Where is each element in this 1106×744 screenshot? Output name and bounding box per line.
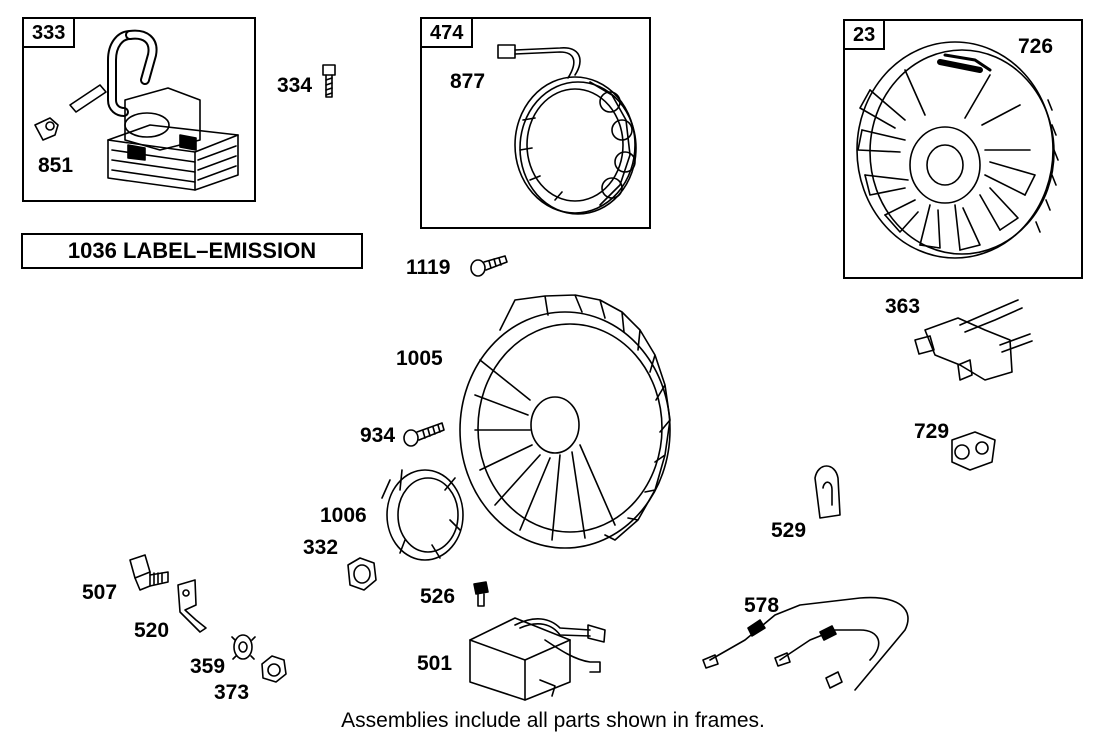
nut-332-drawing <box>347 557 377 591</box>
frame-alternator: 474 <box>420 17 651 229</box>
alternator-drawing <box>497 44 637 215</box>
screw-934-drawing <box>403 422 445 447</box>
part-number-520[interactable]: 520 <box>134 619 170 642</box>
screw-1119-drawing <box>470 255 508 277</box>
frame-tag-333: 333 <box>24 19 76 48</box>
part-number-507[interactable]: 507 <box>82 581 118 604</box>
frame-flywheel: 23 <box>843 19 1083 279</box>
part-number-526[interactable]: 526 <box>420 585 456 608</box>
part-number-501[interactable]: 501 <box>417 652 453 675</box>
part-number-373[interactable]: 373 <box>214 681 250 704</box>
screen-1006-drawing <box>381 469 464 561</box>
frame-ignition-coil: 333 <box>22 17 256 202</box>
clip-529-drawing <box>814 465 841 519</box>
blower-fan-drawing <box>459 294 671 549</box>
regulator-501-drawing <box>469 617 606 701</box>
mount-363-drawing <box>914 299 1033 381</box>
part-number-363[interactable]: 363 <box>885 295 921 318</box>
terminal-507-drawing <box>129 554 169 591</box>
ignition-coil-drawing <box>34 29 239 191</box>
part-number-1005[interactable]: 1005 <box>396 347 443 370</box>
part-number-332[interactable]: 332 <box>303 536 339 559</box>
bracket-520-drawing <box>177 579 207 633</box>
bolt-334-drawing <box>322 64 336 98</box>
frame-tag-474: 474 <box>422 19 474 48</box>
part-number-529[interactable]: 529 <box>771 519 807 542</box>
part-number-851[interactable]: 851 <box>38 154 74 177</box>
part-number-1119[interactable]: 1119 <box>406 256 451 279</box>
flywheel-drawing <box>856 41 1059 259</box>
part-number-726[interactable]: 726 <box>1018 35 1054 58</box>
washer-359-drawing <box>231 634 256 660</box>
frame-tag-23: 23 <box>845 21 886 50</box>
harness-578-drawing <box>702 596 909 691</box>
part-number-1006[interactable]: 1006 <box>320 504 367 527</box>
emission-label-box: 1036 LABEL–EMISSION <box>21 233 363 269</box>
nut-373-drawing <box>261 655 287 683</box>
part-number-359[interactable]: 359 <box>190 655 226 678</box>
part-number-578[interactable]: 578 <box>744 594 780 617</box>
part-number-334[interactable]: 334 <box>277 74 313 97</box>
part-number-877[interactable]: 877 <box>450 70 486 93</box>
part-number-934[interactable]: 934 <box>360 424 396 447</box>
part-number-729[interactable]: 729 <box>914 420 950 443</box>
clamp-729-drawing <box>951 431 996 471</box>
screw-526-drawing <box>473 581 489 607</box>
assemblies-note: Assemblies include all parts shown in fr… <box>341 709 765 732</box>
